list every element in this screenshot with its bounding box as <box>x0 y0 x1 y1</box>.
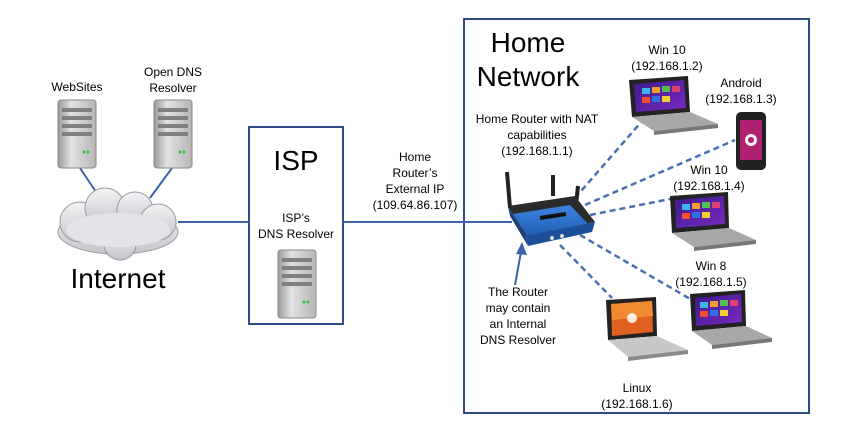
router-note-arrowhead <box>516 242 527 255</box>
link-opendns-cloud <box>149 167 173 199</box>
device-win8-name: Win 8 <box>695 259 727 273</box>
home-network-title-line2: Network <box>476 61 580 92</box>
device-win10-middle-name: Win 10 <box>690 163 728 177</box>
isp-dns-server-icon <box>277 249 317 319</box>
open-dns-server-icon <box>153 99 193 169</box>
external-ip-line4: (109.64.86.107) <box>372 198 458 212</box>
router-device-links <box>559 119 736 302</box>
router-note-line1: The Router <box>487 285 549 299</box>
router-note-line3: an Internal <box>489 317 547 331</box>
cloud-highlight <box>66 213 170 247</box>
internet-label: Internet <box>70 263 166 294</box>
device-win10-top-ip: (192.168.1.2) <box>631 59 703 73</box>
isp-dns-label-line2: DNS Resolver <box>257 227 335 241</box>
laptop-win8-icon <box>690 290 772 349</box>
android-phone-icon <box>736 112 766 170</box>
dashed-link-win10-b <box>589 196 676 217</box>
open-dns-label-line1: Open DNS <box>143 65 203 79</box>
dashed-link-win8 <box>579 233 693 302</box>
websites-label: WebSites <box>51 80 103 94</box>
router-label-line2: capabilities <box>507 128 567 142</box>
isp-title: ISP <box>273 145 319 176</box>
home-router-icon <box>505 171 595 246</box>
isp-dns-label-line1: ISP’s <box>282 211 310 225</box>
device-linux-ip: (192.168.1.6) <box>601 397 673 411</box>
home-network-title-line1: Home <box>490 27 566 58</box>
external-ip-line3: External IP <box>385 182 445 196</box>
router-note-line4: DNS Resolver <box>479 333 557 347</box>
device-win10-top-name: Win 10 <box>648 43 686 57</box>
dashed-link-win10-a <box>574 119 644 199</box>
router-note-arrow <box>514 251 522 286</box>
external-ip-line1: Home <box>398 150 431 164</box>
external-ip-line2: Router’s <box>392 166 438 180</box>
device-android-ip: (192.168.1.3) <box>705 92 777 106</box>
open-dns-label-line2: Resolver <box>149 81 197 95</box>
device-win8-ip: (192.168.1.5) <box>675 275 747 289</box>
device-linux-name: Linux <box>622 381 652 395</box>
router-label-line3: (192.168.1.1) <box>501 144 573 158</box>
laptop-linux-icon <box>606 297 688 361</box>
dashed-link-android <box>584 138 736 207</box>
laptop-win10-middle-icon <box>670 192 756 251</box>
device-android-name: Android <box>720 76 762 90</box>
router-label-line1: Home Router with NAT <box>475 112 599 126</box>
device-win10-middle-ip: (192.168.1.4) <box>673 179 745 193</box>
websites-server-icon <box>57 99 97 169</box>
laptop-win10-top-icon <box>629 76 718 135</box>
dashed-link-linux <box>559 244 613 299</box>
router-note-line2: may contain <box>485 301 551 315</box>
